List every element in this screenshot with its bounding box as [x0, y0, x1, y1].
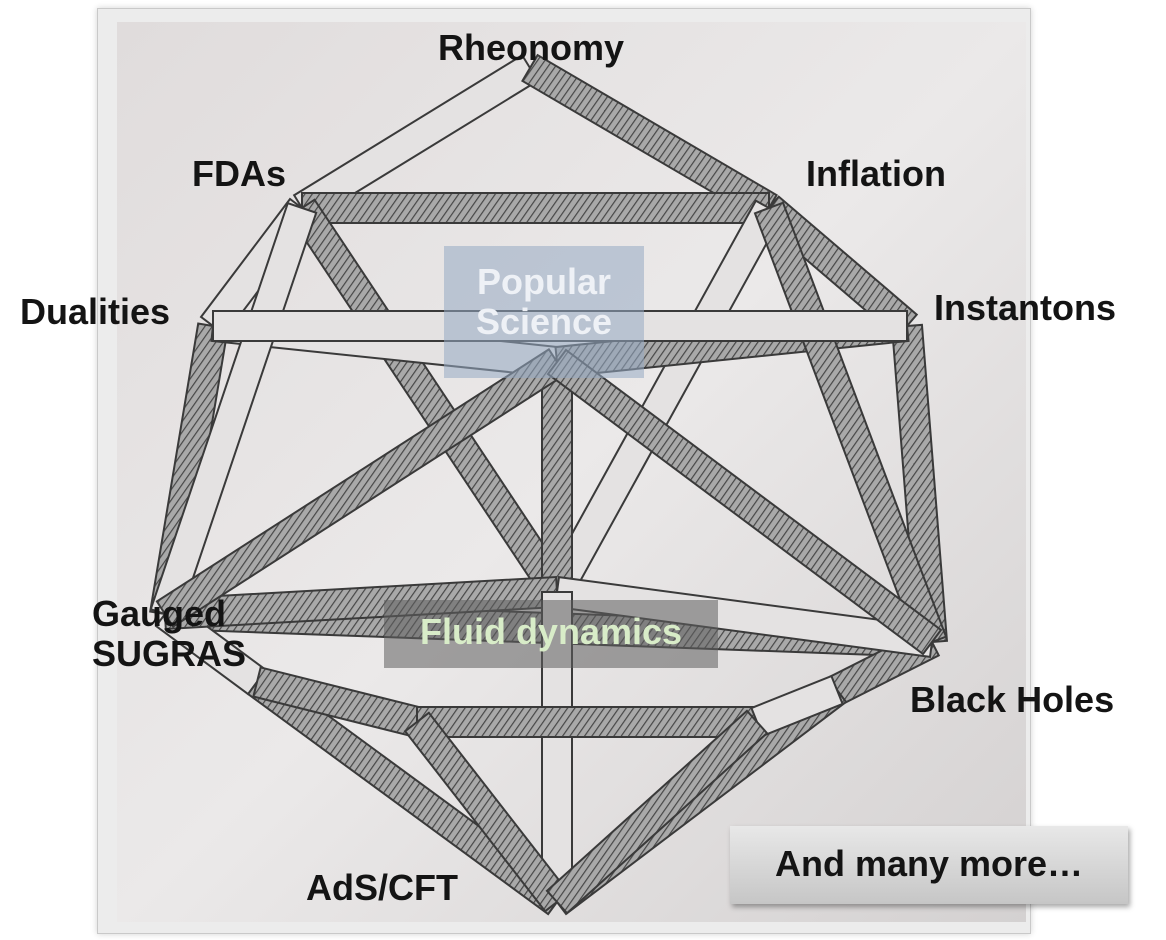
strut-tl-tr [302, 193, 769, 223]
strut-c-lower [542, 362, 572, 592]
label-dualities: Dualities [20, 292, 170, 332]
label-inflation: Inflation [806, 154, 946, 194]
and-many-more-label: And many more… [730, 844, 1128, 884]
fluid-dynamics-label: Fluid dynamics [384, 612, 718, 652]
gauged-line-2: SUGRAS [92, 634, 246, 674]
gauged-line-1: Gauged [92, 594, 246, 634]
label-fdas: FDAs [192, 154, 286, 194]
label-ads-cft: AdS/CFT [306, 868, 458, 908]
popular-science-label: Popular Science [444, 262, 644, 343]
popular-line-1: Popular [444, 262, 644, 302]
label-black-holes: Black Holes [910, 680, 1114, 720]
label-gauged-sugras: Gauged SUGRAS [92, 594, 246, 675]
popular-line-2: Science [444, 302, 644, 342]
label-instantons: Instantons [934, 288, 1116, 328]
strut-lm-rm [417, 707, 757, 737]
label-rheonomy: Rheonomy [438, 28, 624, 68]
